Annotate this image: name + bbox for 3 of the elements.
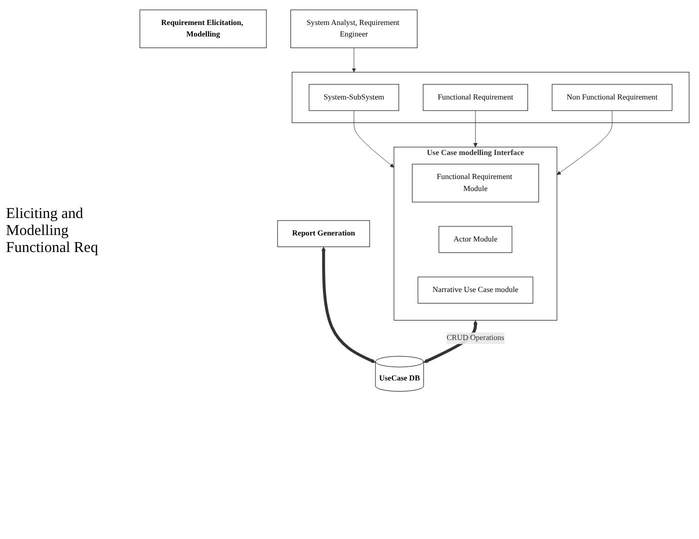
arrow	[321, 246, 376, 364]
cluster	[292, 72, 690, 123]
side-note: Eliciting and Modelling Functional Req	[6, 206, 100, 257]
